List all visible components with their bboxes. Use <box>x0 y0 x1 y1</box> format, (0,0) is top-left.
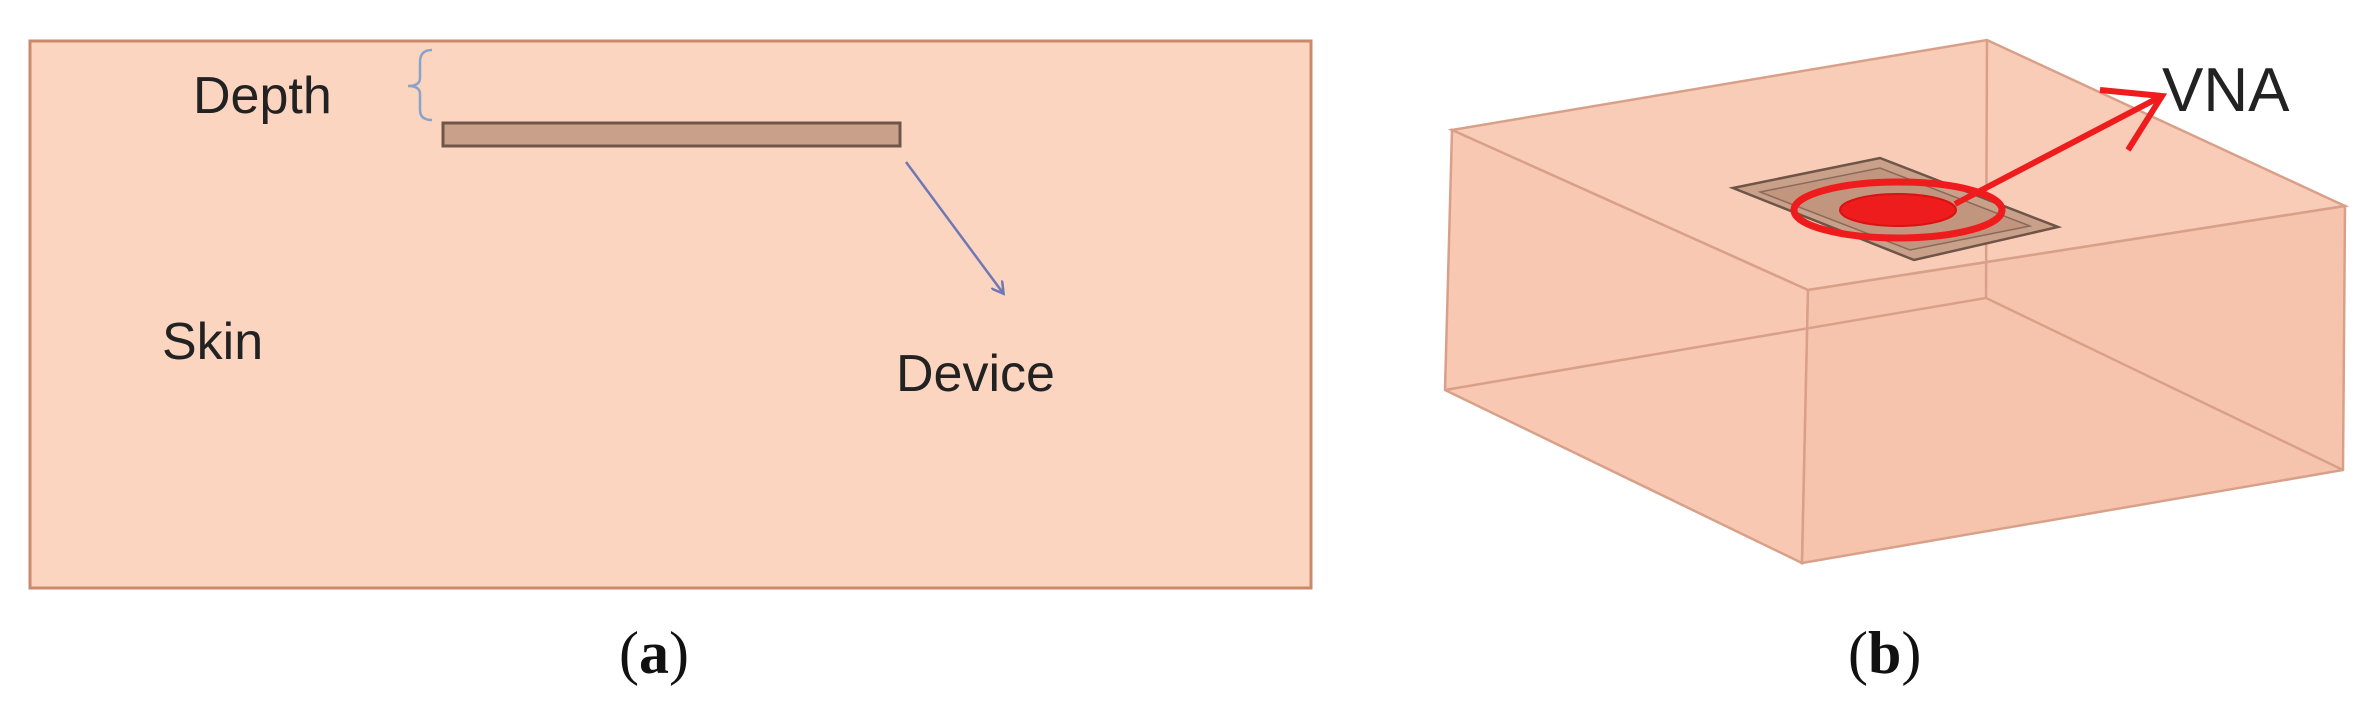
caption-b-close: ) <box>1901 620 1922 686</box>
panel-a-caption: (a) <box>619 623 689 683</box>
device-pointer-arrow <box>904 161 1003 293</box>
caption-a-open: ( <box>619 620 639 686</box>
panel-a: Depth Skin Device <box>28 39 1313 590</box>
vna-connection-arrow <box>1953 95 2160 207</box>
caption-a-letter: a <box>638 620 669 686</box>
caption-a-close: ) <box>668 620 689 686</box>
depth-bracket <box>407 48 433 122</box>
tissue-block-hidden-edges <box>1444 39 2344 472</box>
implanted-device <box>441 121 902 148</box>
device-label: Device <box>896 345 1055 403</box>
skin-label: Skin <box>162 313 263 371</box>
caption-b-open: ( <box>1848 620 1868 686</box>
caption-b-letter: b <box>1867 620 1902 686</box>
antenna-outer-ring <box>1790 178 2006 242</box>
depth-label: Depth <box>193 67 332 125</box>
panel-b: VNA <box>1443 38 2350 565</box>
vna-arrow-head <box>2099 87 2168 152</box>
antenna-inner-disc <box>1839 193 1957 227</box>
panel-b-caption: (b) <box>1848 623 1921 683</box>
vna-label: VNA <box>2162 56 2290 125</box>
